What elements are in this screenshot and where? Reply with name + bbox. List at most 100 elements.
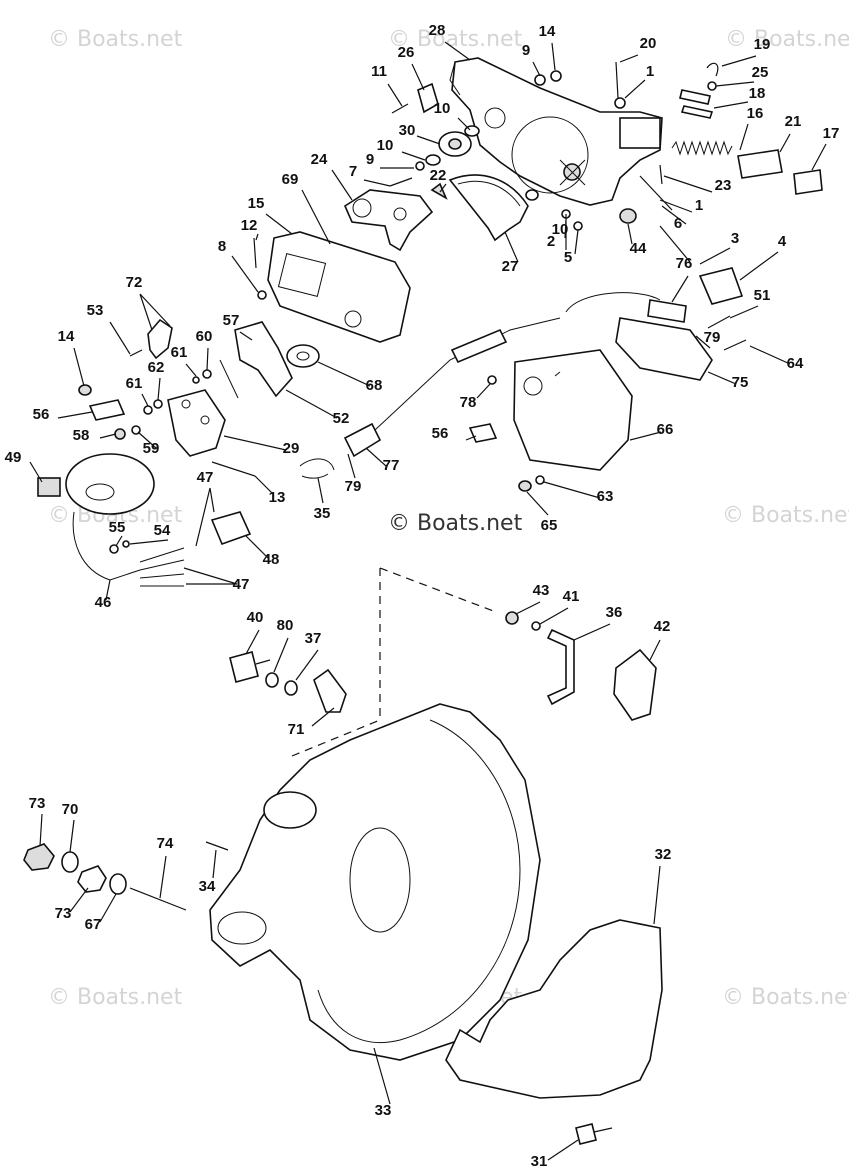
callout-32: 32 <box>655 846 672 863</box>
part-44-nut <box>619 208 637 224</box>
callout-4: 4 <box>778 233 787 250</box>
part-34-stud <box>205 841 229 851</box>
callout-5: 5 <box>564 249 572 266</box>
callout-34: 34 <box>199 878 216 895</box>
part-13-bolt <box>211 461 256 477</box>
part-23-pin <box>659 164 663 185</box>
callout-20: 20 <box>640 35 657 52</box>
bracket-hole-a <box>181 399 191 409</box>
callout-41: 41 <box>563 588 580 605</box>
callout-56a: 56 <box>33 406 50 423</box>
callout-74: 74 <box>157 835 174 852</box>
bell-boss <box>263 791 317 829</box>
callout-61b: 61 <box>126 375 143 392</box>
cover-label <box>277 253 327 297</box>
leader-lines <box>29 41 827 1161</box>
callout-7: 7 <box>349 163 357 180</box>
part-10-washer-b <box>425 154 441 166</box>
harness-leads <box>139 547 185 587</box>
callout-79b: 79 <box>704 329 721 346</box>
watermark-bottom-right: © Boats.net <box>722 985 849 1010</box>
callout-65: 65 <box>541 517 558 534</box>
callout-44: 44 <box>630 240 647 257</box>
part-7-screw <box>389 177 413 187</box>
part-55-screw <box>109 544 119 554</box>
part-73-nut-b <box>77 865 107 893</box>
part-63-washer <box>535 475 545 485</box>
callout-47a: 47 <box>197 469 214 486</box>
watermark-mid-right: © Boats.net <box>722 503 849 528</box>
callout-8: 8 <box>218 238 226 255</box>
part-35-spring-clip <box>299 458 335 479</box>
callout-17: 17 <box>823 125 840 142</box>
callout-1a: 1 <box>646 63 654 80</box>
callout-42: 42 <box>654 618 671 635</box>
callout-76: 76 <box>676 255 693 272</box>
callout-13: 13 <box>269 489 286 506</box>
callout-52: 52 <box>333 410 350 427</box>
part-14-nut <box>550 70 562 82</box>
callout-23: 23 <box>715 177 732 194</box>
callout-6: 6 <box>674 215 682 232</box>
part-9-washer-b <box>415 161 425 171</box>
housing-cross <box>559 159 586 186</box>
callout-80: 80 <box>277 617 294 634</box>
part-10-washer-c <box>525 189 539 201</box>
part-64-screw <box>723 339 747 351</box>
callout-63: 63 <box>597 488 614 505</box>
callout-22: 22 <box>430 167 447 184</box>
callout-73a: 73 <box>29 795 46 812</box>
part-12-pin <box>253 237 257 269</box>
part-14-nut-b <box>78 384 92 396</box>
part-68-washer-hole <box>296 351 310 361</box>
callout-21: 21 <box>785 113 802 130</box>
part-29-switch-bracket <box>167 389 226 457</box>
part-56-clip-b <box>468 423 498 443</box>
part-9-washer <box>534 74 546 86</box>
part-75-power-pack <box>615 317 713 381</box>
callout-31: 31 <box>531 1153 548 1170</box>
callout-64: 64 <box>787 355 804 372</box>
part-73-nut-a <box>23 843 55 871</box>
callout-47b: 47 <box>233 576 250 593</box>
callout-60: 60 <box>196 328 213 345</box>
power-pack-assembly <box>299 292 747 492</box>
part-37-washer <box>284 680 298 696</box>
callout-72: 72 <box>126 274 143 291</box>
callout-53: 53 <box>87 302 104 319</box>
part-78-terminal <box>487 375 497 385</box>
part-42-cover <box>613 648 657 721</box>
part-5-washer <box>573 221 583 231</box>
part-49-connector <box>37 477 61 497</box>
part-24-lever-plate <box>343 189 434 252</box>
part-27-sector <box>448 174 529 242</box>
part-1-washer-top <box>614 97 626 109</box>
watermark-top-right: © Boats.net <box>725 27 849 52</box>
part-66-mount-plate <box>513 349 633 471</box>
callout-48: 48 <box>263 551 280 568</box>
callout-19: 19 <box>754 36 771 53</box>
callout-69: 69 <box>282 171 299 188</box>
flywheel-housing-assembly <box>23 567 663 1145</box>
callout-3: 3 <box>731 230 739 247</box>
part-40-bolt-head <box>229 651 259 683</box>
part-57-switch-arm <box>234 321 293 398</box>
callout-18: 18 <box>749 85 766 102</box>
bracket-hole-b <box>200 415 210 425</box>
callout-58: 58 <box>73 427 90 444</box>
part-80-washer <box>265 672 279 688</box>
part-43-screw <box>505 611 519 625</box>
callout-77: 77 <box>383 457 400 474</box>
part-11-screw <box>391 103 409 114</box>
control-housing <box>451 57 663 206</box>
callout-10b: 10 <box>377 137 394 154</box>
part-22-key <box>430 182 448 200</box>
part-58-nut <box>114 428 126 440</box>
part-26-bracket <box>417 82 439 114</box>
callout-2: 2 <box>547 233 555 250</box>
callout-14a: 14 <box>539 23 556 40</box>
part-68-washer <box>286 344 320 368</box>
part-48-bushing <box>210 511 252 546</box>
callout-28: 28 <box>429 22 446 39</box>
